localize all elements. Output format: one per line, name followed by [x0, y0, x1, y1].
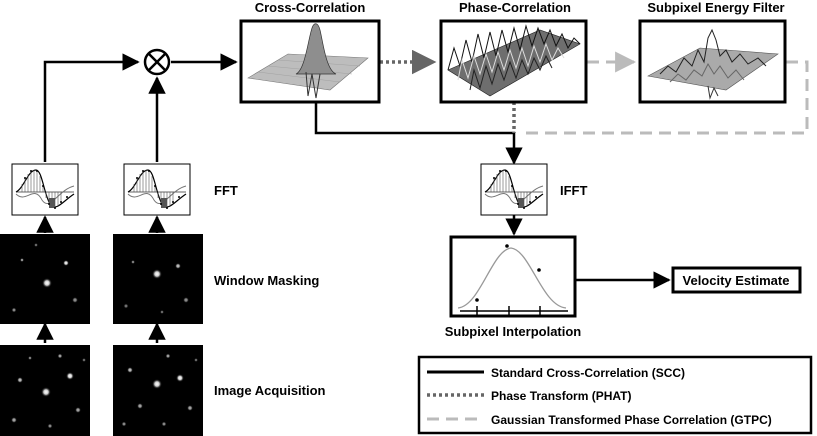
window-masking-label: Window Masking — [214, 273, 319, 288]
fft-graph-left — [11, 163, 79, 216]
multiply-node — [143, 48, 171, 76]
phase-correlation-title: Phase-Correlation — [459, 0, 571, 15]
legend: Standard Cross-Correlation (SCC) Phase T… — [417, 355, 813, 435]
ifft-label: IFFT — [560, 183, 587, 198]
subpixel-interpolation-label: Subpixel Interpolation — [445, 324, 582, 339]
window-mask-right — [113, 234, 203, 324]
cross-correlation-peak — [295, 23, 337, 75]
legend-gtpc: Gaussian Transformed Phase Correlation (… — [491, 413, 772, 427]
legend-phat: Phase Transform (PHAT) — [491, 389, 631, 403]
left-branch-arrow — [43, 53, 140, 162]
fft-graph-right — [123, 163, 191, 216]
cross-correlation-box — [239, 19, 381, 104]
fft-label: FFT — [214, 183, 238, 198]
gtpc-return-line — [520, 60, 809, 135]
velocity-estimate-box: Velocity Estimate — [671, 266, 802, 294]
subpixel-interpolation-box — [449, 235, 577, 318]
ifft-graph — [480, 163, 548, 216]
subpixel-energy-filter-title: Subpixel Energy Filter — [647, 0, 784, 15]
image-acquisition-label: Image Acquisition — [214, 383, 326, 398]
gaussian-fit-curve — [457, 247, 567, 309]
phase-correlation-box — [439, 19, 588, 104]
legend-scc: Standard Cross-Correlation (SCC) — [491, 366, 685, 380]
velocity-estimate-label: Velocity Estimate — [683, 273, 790, 288]
subpixel-energy-filter-box — [638, 19, 787, 104]
image-acquisition-left — [0, 345, 90, 436]
image-acquisition-right — [113, 345, 203, 436]
scc-to-ifft-arrow — [314, 102, 523, 165]
window-mask-left — [0, 234, 90, 324]
cross-correlation-title: Cross-Correlation — [255, 0, 366, 15]
